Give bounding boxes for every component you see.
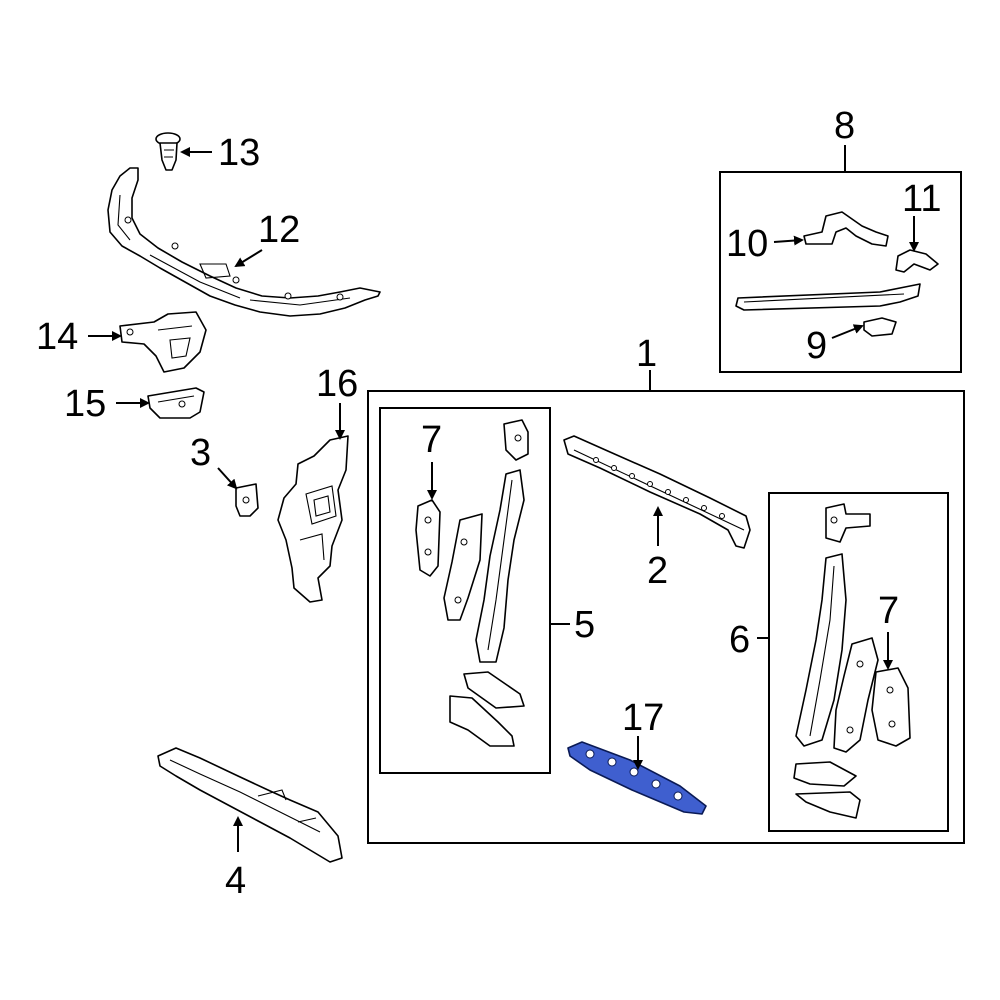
- subassembly-frame-6: [768, 492, 949, 832]
- callout-14: 14: [36, 316, 78, 358]
- callout-6: 6: [729, 619, 750, 661]
- assembly-frame-1: [367, 390, 965, 844]
- callout-2: 2: [647, 550, 668, 592]
- callout-17: 17: [622, 697, 664, 739]
- callout-10: 10: [726, 223, 768, 265]
- callout-7-right: 7: [878, 590, 899, 632]
- callout-13: 13: [218, 132, 260, 174]
- part-12-support-cover[interactable]: [107, 167, 381, 317]
- callout-15: 15: [64, 383, 106, 425]
- callout-1: 1: [636, 333, 657, 375]
- callout-9: 9: [806, 325, 827, 367]
- callout-11: 11: [902, 178, 941, 220]
- callout-12: 12: [258, 209, 300, 251]
- subassembly-frame-5: [379, 407, 551, 774]
- part-14-bracket[interactable]: [119, 311, 207, 373]
- assembly-frame-8: [719, 171, 962, 373]
- callout-8: 8: [834, 105, 855, 147]
- part-4-lower-support[interactable]: [157, 747, 343, 863]
- callout-3: 3: [190, 432, 211, 474]
- callout-4: 4: [225, 860, 246, 902]
- part-13-clip[interactable]: [155, 132, 181, 171]
- part-3-clip[interactable]: [235, 483, 259, 517]
- callout-7-left: 7: [421, 419, 442, 461]
- assembly-8-parts[interactable]: [735, 211, 939, 337]
- part-16-side-panel[interactable]: [277, 435, 349, 603]
- subassembly-6-parts[interactable]: [793, 503, 911, 819]
- part-17-reinforcement-highlighted[interactable]: [567, 741, 707, 815]
- part-2-tie-bar[interactable]: [563, 435, 751, 549]
- callout-16: 16: [316, 363, 358, 405]
- part-15-bracket[interactable]: [147, 387, 205, 419]
- subassembly-5-parts[interactable]: [415, 419, 529, 747]
- leader-lines: [88, 145, 919, 852]
- callout-5: 5: [574, 604, 595, 646]
